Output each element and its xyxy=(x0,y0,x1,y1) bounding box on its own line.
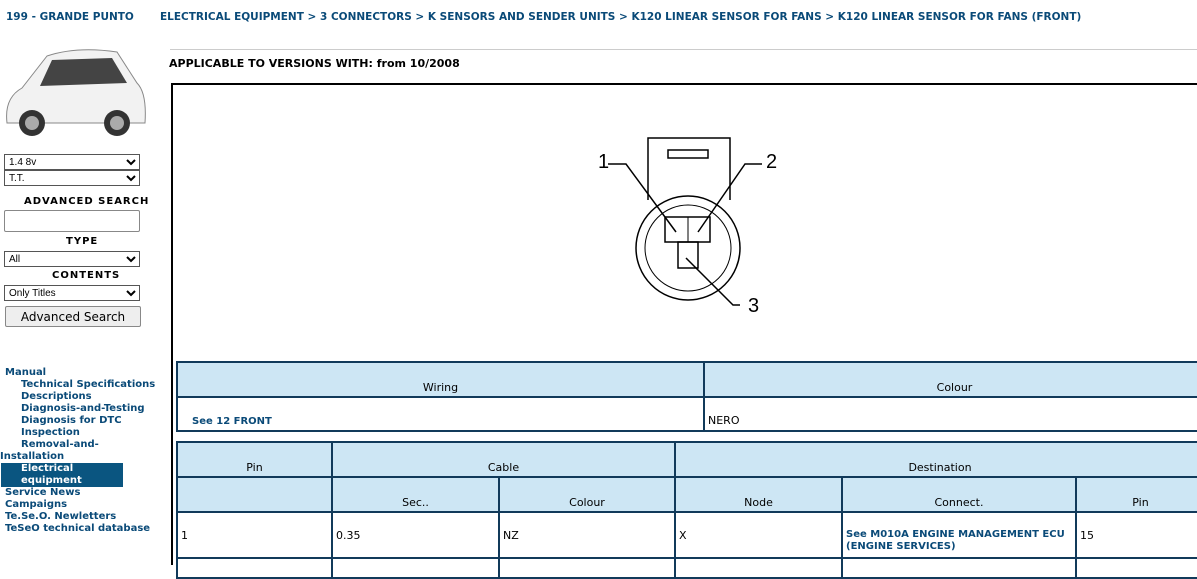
table-cell xyxy=(1075,557,1197,579)
search-input[interactable] xyxy=(4,210,140,232)
pin-label-1: 1 xyxy=(598,151,609,173)
table-cell xyxy=(674,557,843,579)
table-cell: 15 xyxy=(1075,511,1197,559)
divider xyxy=(170,49,1197,50)
contents-label: CONTENTS xyxy=(52,270,121,281)
sec-header: Sec.. xyxy=(331,476,500,513)
table-cell xyxy=(498,557,676,579)
table-cell xyxy=(176,476,333,513)
wiring-link[interactable]: See 12 FRONT xyxy=(192,416,272,427)
colour-value: NERO xyxy=(703,396,1197,432)
pin-group-header: Pin xyxy=(176,441,333,478)
pin-label-3: 3 xyxy=(748,295,759,317)
nav-item[interactable]: Te.Se.O. Newletters xyxy=(5,511,117,522)
nav-item[interactable]: Installation xyxy=(0,451,65,462)
connector-diagram: 1 2 3 xyxy=(598,137,777,317)
wiring-header: Wiring xyxy=(176,361,705,398)
nav-item[interactable]: Removal-and- xyxy=(21,439,99,450)
type-select[interactable]: All xyxy=(4,251,140,267)
nav-item[interactable]: Descriptions xyxy=(21,391,92,402)
table-cell: See M010A ENGINE MANAGEMENT ECU (ENGINE … xyxy=(841,511,1077,559)
destination-group-header: Destination xyxy=(674,441,1197,478)
nav-item[interactable]: Campaigns xyxy=(5,499,68,510)
nav-item[interactable]: Manual xyxy=(5,367,47,378)
engine-select[interactable]: 1.4 8v xyxy=(4,154,140,170)
cable-colour-header: Colour xyxy=(498,476,676,513)
nav-item[interactable]: Service News xyxy=(5,487,81,498)
advanced-search-label: ADVANCED SEARCH xyxy=(24,196,150,207)
breadcrumb[interactable]: ELECTRICAL EQUIPMENT > 3 CONNECTORS > K … xyxy=(160,11,1082,23)
table-cell: 1 xyxy=(176,511,333,559)
nav-item[interactable]: TeSeO technical database xyxy=(5,523,151,534)
dest-pin-header: Pin xyxy=(1075,476,1197,513)
nav-item[interactable]: Diagnosis-and-Testing xyxy=(21,403,145,414)
nav-item[interactable]: Electrical equipment xyxy=(1,463,123,487)
model-link[interactable]: 199 - GRANDE PUNTO xyxy=(6,11,134,23)
table-cell: X xyxy=(674,511,843,559)
table-cell: 0.35 xyxy=(331,511,500,559)
trim-select[interactable]: T.T. xyxy=(4,170,140,186)
nav-item[interactable]: Diagnosis for DTC xyxy=(21,415,122,426)
car-image xyxy=(6,49,146,136)
table-cell: NZ xyxy=(498,511,676,559)
connect-link[interactable]: See M010A ENGINE MANAGEMENT ECU (ENGINE … xyxy=(846,529,1065,552)
type-label: TYPE xyxy=(66,236,99,247)
node-header: Node xyxy=(674,476,843,513)
table-cell xyxy=(331,557,500,579)
table-cell: See 12 FRONT xyxy=(176,396,705,432)
pin-label-2: 2 xyxy=(766,151,777,173)
nav-item[interactable]: Inspection xyxy=(21,427,80,438)
contents-select[interactable]: Only Titles xyxy=(4,285,140,301)
applicability-text: APPLICABLE TO VERSIONS WITH: from 10/200… xyxy=(169,57,460,70)
nav-item[interactable]: Technical Specifications xyxy=(21,379,156,390)
colour-header: Colour xyxy=(703,361,1197,398)
advanced-search-button[interactable]: Advanced Search xyxy=(5,306,141,327)
table-cell xyxy=(176,557,333,579)
table-cell xyxy=(841,557,1077,579)
content-frame xyxy=(171,83,1197,565)
connect-header: Connect. xyxy=(841,476,1077,513)
cable-group-header: Cable xyxy=(331,441,676,478)
